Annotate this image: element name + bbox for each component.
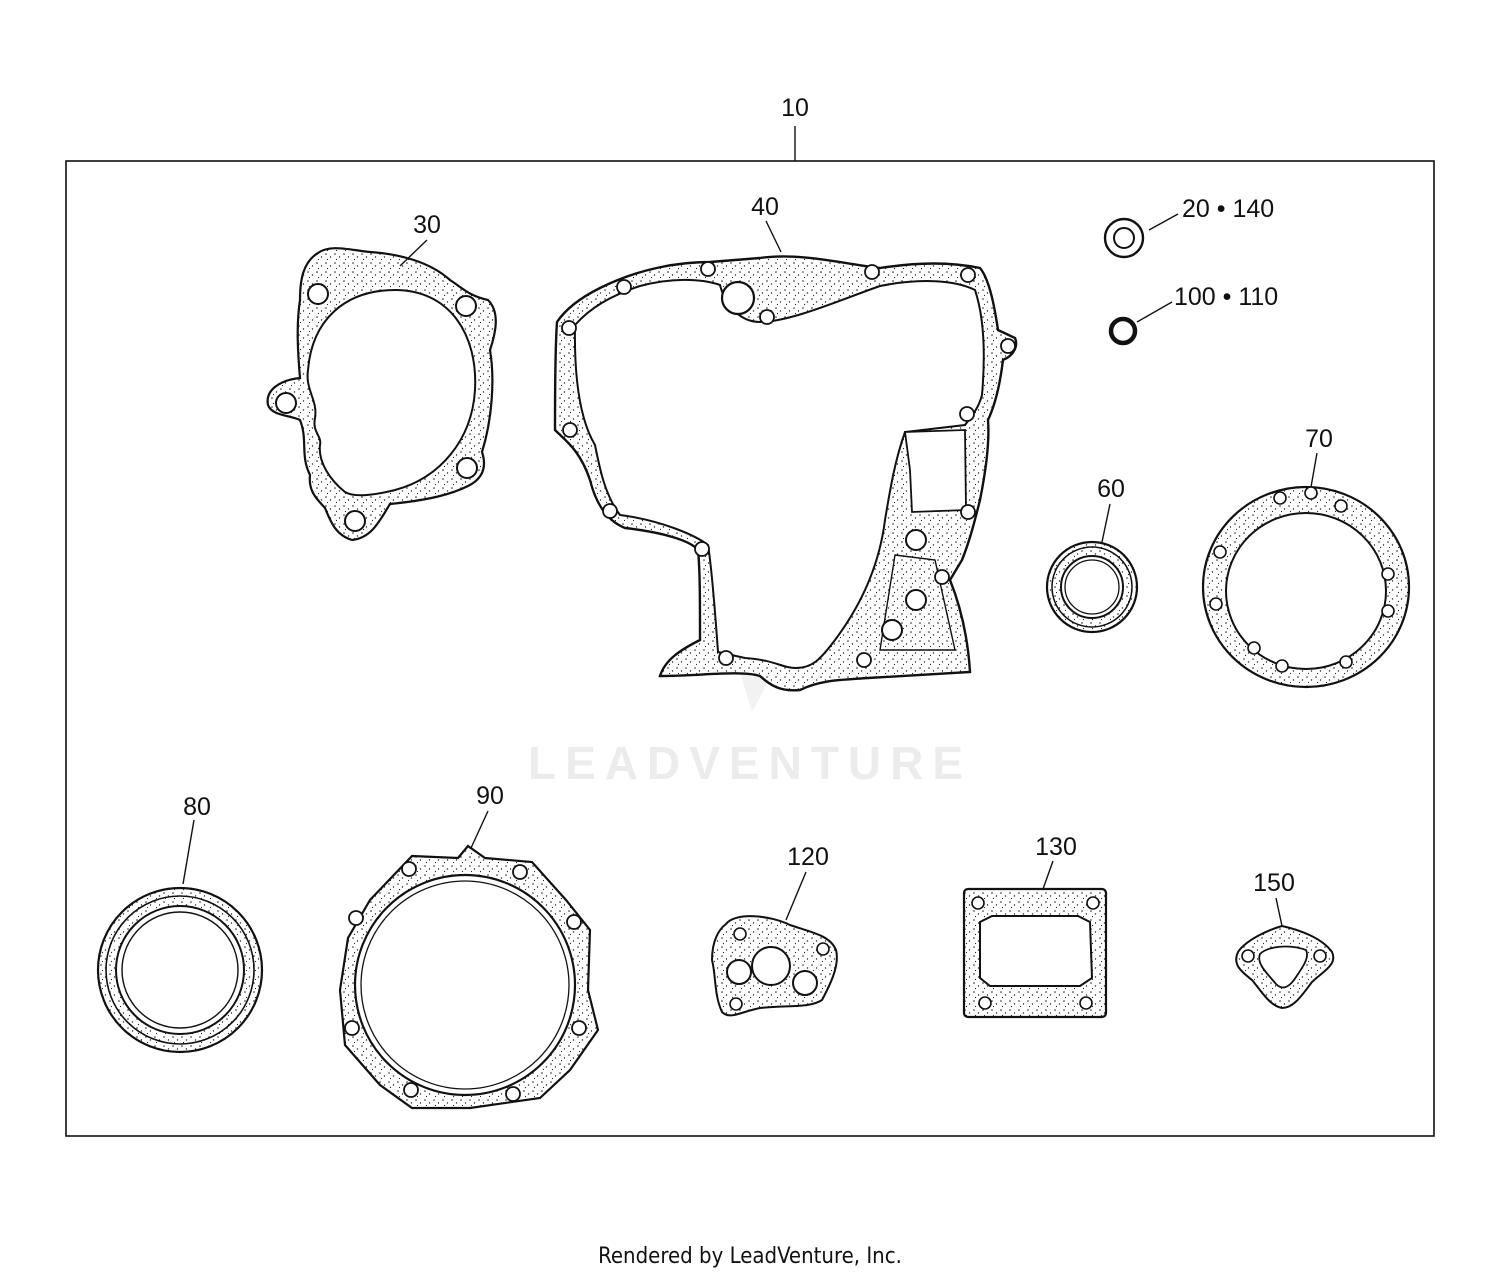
gasket-90[interactable]	[338, 844, 600, 1110]
leader-120	[785, 871, 807, 921]
callout-30[interactable]: 30	[413, 211, 441, 239]
gasket-40[interactable]	[553, 255, 1018, 692]
callout-120[interactable]: 120	[787, 843, 829, 871]
o-ring-100-110[interactable]	[1108, 316, 1138, 346]
callout-60[interactable]: 60	[1097, 475, 1125, 503]
footer-credit: Rendered by LeadVenture, Inc.	[598, 1244, 902, 1269]
leader-20-140	[1148, 213, 1179, 231]
gasket-120[interactable]	[710, 915, 838, 1017]
callout-20-140[interactable]: 20 • 140	[1182, 195, 1274, 223]
leader-70	[1310, 452, 1318, 488]
leader-90	[470, 810, 489, 849]
seal-80[interactable]	[96, 886, 264, 1054]
callout-150[interactable]: 150	[1253, 869, 1295, 897]
callout-70[interactable]: 70	[1305, 425, 1333, 453]
callout-90[interactable]: 90	[476, 782, 504, 810]
callout-80[interactable]: 80	[183, 793, 211, 821]
kit-frame	[65, 160, 1435, 1137]
washer-20-140[interactable]	[1103, 217, 1145, 259]
gasket-130[interactable]	[962, 887, 1108, 1019]
gasket-30[interactable]	[266, 247, 497, 542]
leader-30	[399, 239, 428, 267]
gasket-70[interactable]	[1201, 485, 1411, 689]
leadventure-watermark-text: LEADVENTURE	[527, 737, 973, 789]
gasket-150[interactable]	[1235, 924, 1335, 1010]
callout-10[interactable]: 10	[781, 94, 809, 122]
leader-130	[1042, 860, 1054, 890]
leader-60	[1101, 503, 1111, 543]
callout-130[interactable]: 130	[1035, 833, 1077, 861]
leader-80	[182, 819, 195, 885]
leader-150	[1275, 897, 1283, 927]
seal-60[interactable]	[1045, 540, 1139, 634]
leader-100-110	[1136, 301, 1173, 323]
callout-100-110[interactable]: 100 • 110	[1174, 283, 1278, 311]
leader-40	[765, 220, 782, 253]
callout-40[interactable]: 40	[751, 193, 779, 221]
